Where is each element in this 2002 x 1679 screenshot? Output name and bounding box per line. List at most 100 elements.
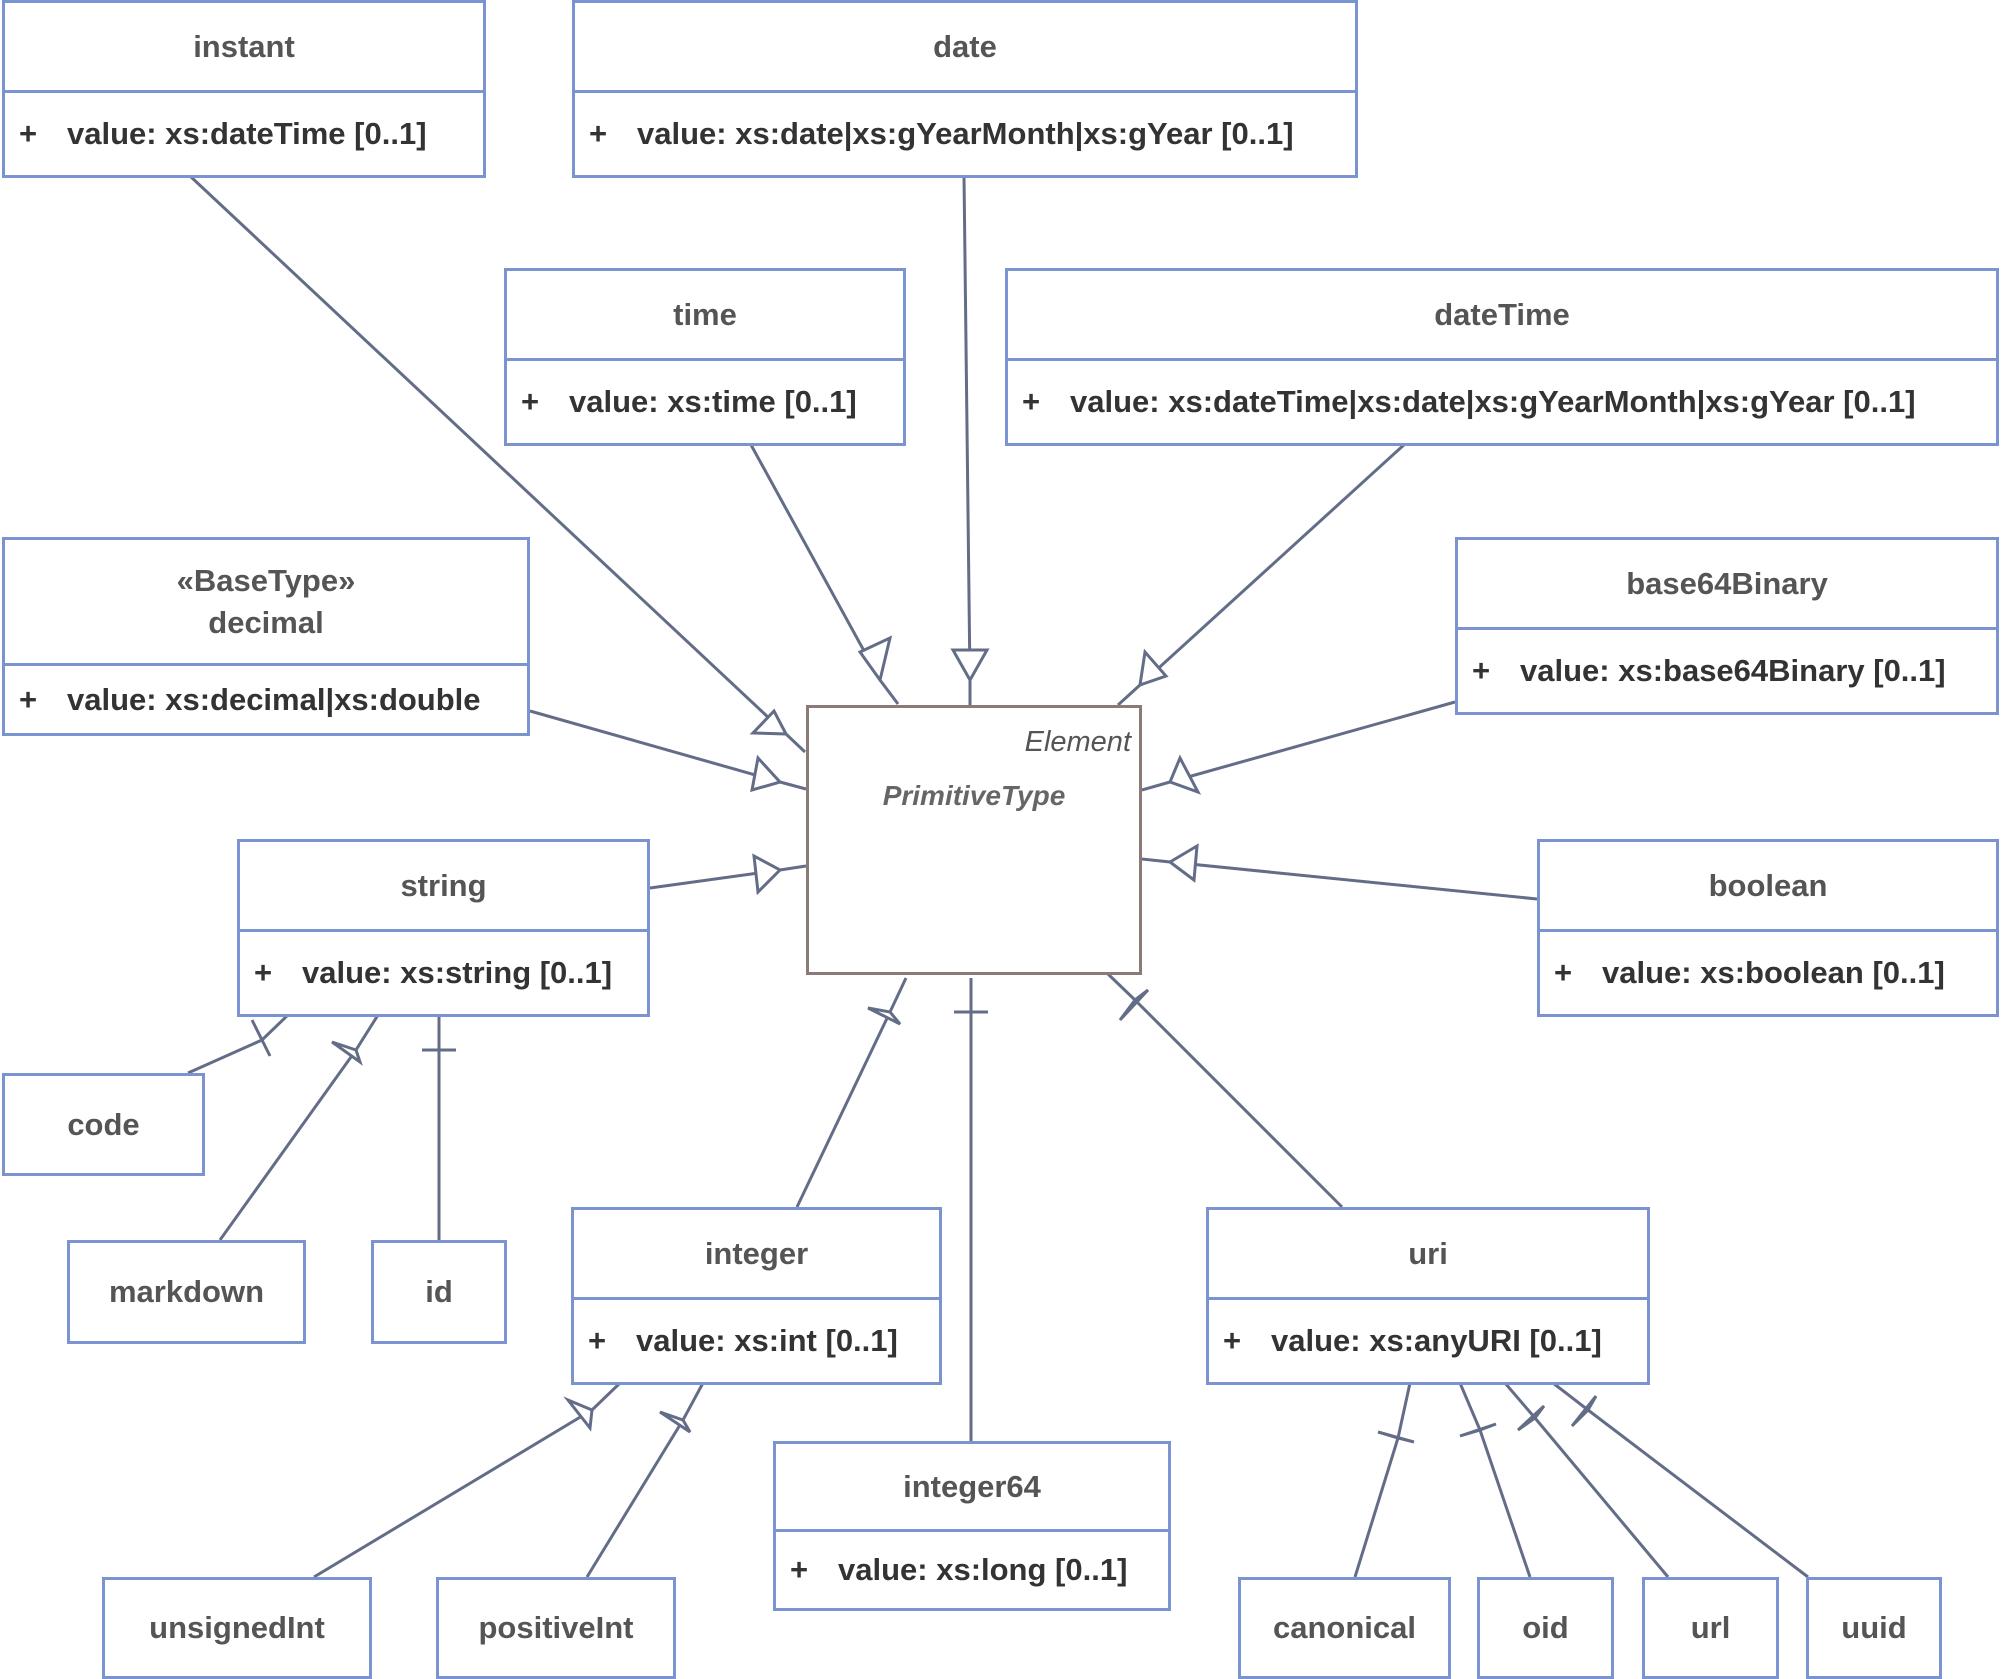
class-oid-name: oid [1522,1610,1569,1645]
class-integer[interactable]: integer + value: xs:int [0..1] [571,1207,942,1385]
generalization-date-to-primitive [950,175,990,705]
class-base64binary[interactable]: base64Binary + value: xs:base64Binary [0… [1455,537,1999,715]
class-attribute: + value: xs:dateTime|xs:date|xs:gYearMon… [1008,361,1996,443]
class-canonical[interactable]: canonical [1238,1577,1451,1679]
generalization-oid-to-uri [1458,1382,1532,1578]
class-name: time [507,271,903,361]
class-time[interactable]: time + value: xs:time [0..1] [504,268,906,446]
class-instant[interactable]: instant + value: xs:dateTime [0..1] [2,0,486,178]
class-instant-name: instant [193,28,295,64]
attribute-value: value: xs:time [0..1] [569,384,857,419]
attribute-value: value: xs:dateTime [0..1] [67,116,427,151]
attribute-value: value: xs:boolean [0..1] [1602,955,1945,990]
class-integer-name: integer [704,1235,809,1271]
class-datetime-name: dateTime [1434,296,1570,332]
class-name: id [374,1243,504,1341]
class-name: integer64 [776,1444,1168,1532]
class-id[interactable]: id [371,1240,507,1344]
class-uri-name: uri [1408,1235,1448,1271]
class-canonical-name: canonical [1273,1610,1416,1645]
generalization-positiveint-to-integer [585,1382,705,1578]
class-attribute: + value: xs:boolean [0..1] [1540,932,1996,1014]
visibility-public: + [589,116,608,151]
class-name: «BaseType» decimal [5,540,527,666]
attribute-value: value: xs:base64Binary [0..1] [1520,653,1946,688]
visibility-public: + [1472,653,1491,688]
visibility-public: + [1022,384,1041,419]
class-unsignedint[interactable]: unsignedInt [102,1577,372,1679]
class-attribute: + value: xs:string [0..1] [240,932,647,1014]
class-boolean[interactable]: boolean + value: xs:boolean [0..1] [1537,839,1999,1017]
generalization-time-to-primitive [748,442,900,705]
attribute-value: value: xs:int [0..1] [636,1323,898,1358]
attribute-value: value: xs:date|xs:gYearMonth|xs:gYear [0… [637,116,1294,151]
class-integer64-name: integer64 [903,1468,1041,1504]
class-boolean-name: boolean [1708,867,1828,903]
class-name: uri [1209,1210,1647,1300]
attribute-value: value: xs:long [0..1] [838,1552,1128,1587]
visibility-public: + [521,384,540,419]
generalization-unsignedint-to-integer [313,1381,622,1579]
element-stereotype: Element [1024,726,1131,758]
generalization-code-to-string [187,1011,292,1075]
class-name: positiveInt [439,1580,673,1676]
base-type-stereotype: «BaseType» [176,562,356,598]
class-code-name: code [67,1106,140,1142]
class-datetime[interactable]: dateTime + value: xs:dateTime|xs:date|xs… [1005,268,1999,446]
class-uri[interactable]: uri + value: xs:anyURI [0..1] [1206,1207,1650,1385]
generalization-decimal-to-primitive [529,709,807,793]
class-decimal-name: decimal [208,604,324,640]
class-oid[interactable]: oid [1477,1577,1614,1679]
class-date-name: date [933,28,997,64]
class-id-name: id [425,1274,453,1309]
class-name: string [240,842,647,932]
class-name: base64Binary [1458,540,1996,630]
generalization-uuid-to-uri [1552,1381,1809,1579]
class-attribute: + value: xs:long [0..1] [776,1532,1168,1608]
generalization-id-to-string [422,1015,456,1240]
class-decimal[interactable]: «BaseType» decimal + value: xs:decimal|x… [2,537,530,736]
class-attribute: + value: xs:time [0..1] [507,361,903,443]
class-attribute: + value: xs:base64Binary [0..1] [1458,630,1996,712]
visibility-public: + [19,116,38,151]
class-markdown[interactable]: markdown [67,1240,306,1344]
generalization-integer64-to-primitive [954,978,988,1441]
class-name: markdown [70,1243,303,1341]
class-attribute: + value: xs:decimal|xs:double [5,666,527,734]
class-uuid-name: uuid [1841,1610,1907,1645]
class-integer64[interactable]: integer64 + value: xs:long [0..1] [773,1441,1171,1611]
class-name: url [1645,1580,1776,1676]
class-url[interactable]: url [1642,1577,1779,1679]
generalization-instant-to-primitive [188,174,807,754]
class-name: integer [574,1210,939,1300]
class-unsignedint-name: unsignedInt [149,1610,325,1645]
class-url-name: url [1690,1610,1731,1645]
class-name: code [5,1076,202,1173]
class-uuid[interactable]: uuid [1806,1577,1942,1679]
class-name: uuid [1809,1580,1939,1676]
attribute-value: value: xs:anyURI [0..1] [1271,1323,1602,1358]
class-markdown-name: markdown [108,1274,265,1309]
generalization-integer-to-primitive [795,977,908,1208]
attribute-value: value: xs:decimal|xs:double [67,682,481,717]
class-name: instant [5,3,483,93]
primitive-type-name: PrimitiveType [882,780,1066,811]
class-name: dateTime [1008,271,1996,361]
class-name: unsignedInt [105,1580,369,1676]
class-positiveint[interactable]: positiveInt [436,1577,676,1679]
visibility-public: + [19,682,38,717]
class-date[interactable]: date + value: xs:date|xs:gYearMonth|xs:g… [572,0,1358,178]
class-name: boolean [1540,842,1996,932]
class-string-name: string [400,867,487,903]
class-string[interactable]: string + value: xs:string [0..1] [237,839,650,1017]
generalization-markdown-to-string [218,1014,380,1241]
generalization-base64-to-primitive [1141,700,1456,795]
generalization-string-to-primitive [649,853,807,896]
primitive-type-class[interactable]: Element PrimitiveType [806,705,1142,975]
class-positiveint-name: positiveInt [478,1610,634,1645]
class-attribute: + value: xs:dateTime [0..1] [5,93,483,175]
class-name: date [575,3,1355,93]
class-code[interactable]: code [2,1073,205,1176]
generalization-boolean-to-primitive [1141,843,1538,901]
